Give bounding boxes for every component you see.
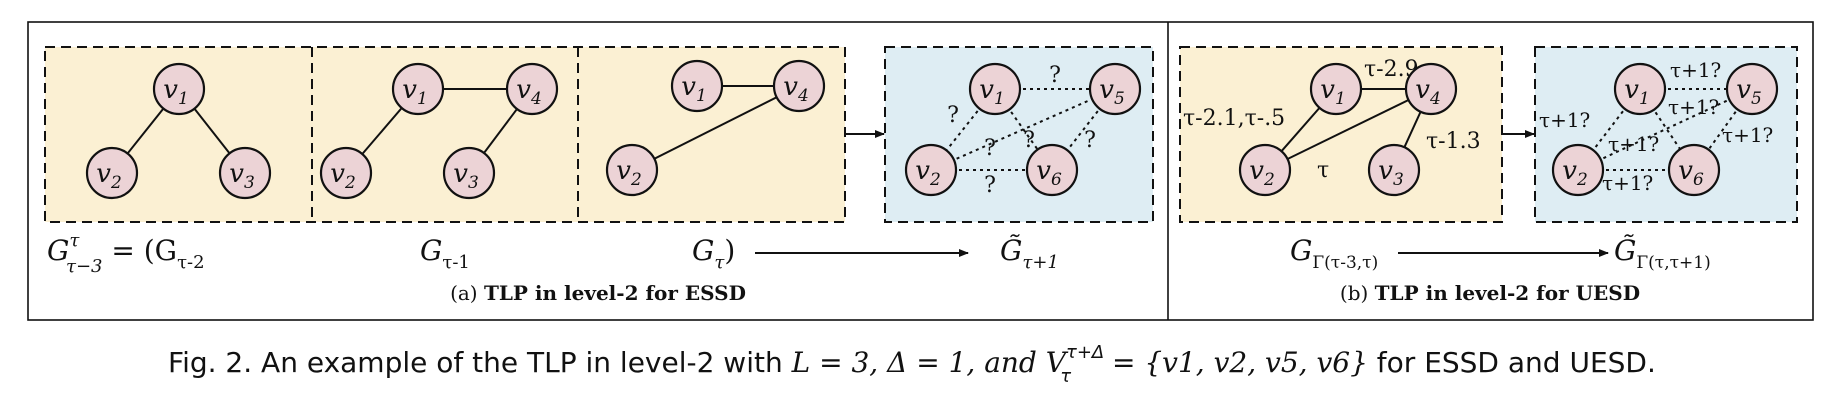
svg-text:v2: v2 bbox=[1562, 156, 1588, 190]
svg-text:v1: v1 bbox=[402, 75, 428, 109]
svg-text:v4: v4 bbox=[783, 72, 809, 106]
source-label: GΓ(τ-3,τ) bbox=[1290, 234, 1378, 273]
outer-frame bbox=[27, 21, 1814, 321]
svg-text:v1: v1 bbox=[1624, 75, 1650, 109]
svg-text:v3: v3 bbox=[1378, 156, 1404, 190]
target-label: G̃τ+1 bbox=[1000, 234, 1059, 273]
figure-caption: Fig. 2. An example of the TLP in level-2… bbox=[168, 342, 1656, 387]
svg-text:v4: v4 bbox=[1415, 75, 1441, 109]
panel-a: ? ? ? ? ? ? v1 v2 v3 v1 v4 v2 v3 v1 v4 v… bbox=[44, 46, 1154, 305]
svg-text:v4: v4 bbox=[516, 75, 542, 109]
target-label: G̃Γ(τ,τ+1) bbox=[1614, 234, 1711, 273]
node-v2: v2 bbox=[319, 146, 373, 200]
snapshot-label-2: Gτ-1 bbox=[420, 234, 470, 273]
node-v1: v1 bbox=[1309, 62, 1363, 116]
node-v1: v1 bbox=[670, 59, 724, 113]
svg-text:v2: v2 bbox=[330, 159, 356, 193]
unknown-edge-label: τ+1? bbox=[1539, 108, 1590, 132]
node-v4: v4 bbox=[505, 62, 559, 116]
panel-b-caption: (b) TLP in level-2 for UESD bbox=[1340, 281, 1640, 305]
node-v3: v3 bbox=[442, 146, 496, 200]
edge-v2-v4 bbox=[1264, 88, 1432, 171]
svg-text:v2: v2 bbox=[1249, 156, 1275, 190]
panel-a-target-border bbox=[884, 46, 1154, 223]
node-v5: v5 bbox=[1725, 62, 1779, 116]
svg-text:v1: v1 bbox=[163, 75, 189, 109]
unknown-edge-label: τ+1? bbox=[1668, 95, 1719, 119]
svg-text:v2: v2 bbox=[96, 159, 122, 193]
unknown-edge-label: ? bbox=[1023, 128, 1035, 153]
svg-text:v3: v3 bbox=[229, 159, 255, 193]
node-v1: v1 bbox=[1613, 62, 1667, 116]
edge-v2-v4 bbox=[631, 85, 800, 171]
svg-text:v6: v6 bbox=[1678, 156, 1704, 190]
panel-a-caption: (a) TLP in level-2 for ESSD bbox=[450, 281, 746, 305]
svg-text:v3: v3 bbox=[453, 159, 479, 193]
svg-text:v2: v2 bbox=[616, 156, 642, 190]
unknown-edge-label: ? bbox=[984, 136, 996, 161]
unknown-edge-v2-v5 bbox=[930, 88, 1116, 171]
node-v1: v1 bbox=[152, 62, 206, 116]
snapshot-label-3: Gτ) bbox=[692, 234, 735, 273]
node-v5: v5 bbox=[1088, 62, 1142, 116]
unknown-edge-label: ? bbox=[1084, 128, 1096, 153]
svg-text:v1: v1 bbox=[979, 75, 1005, 109]
svg-text:v5: v5 bbox=[1736, 75, 1762, 109]
node-v4: v4 bbox=[772, 59, 826, 113]
panel-b: τ-2.9 τ-2.1,τ-.5 τ τ-1.3 v1 v4 v2 v3 τ+1… bbox=[1179, 46, 1798, 305]
svg-text:v2: v2 bbox=[915, 156, 941, 190]
edge-time-label: τ-1.3 bbox=[1426, 129, 1481, 154]
node-v2: v2 bbox=[1551, 143, 1605, 197]
edge-time-label: τ-2.1,τ-.5 bbox=[1183, 106, 1285, 131]
node-v4: v4 bbox=[1404, 62, 1458, 116]
unknown-edge-label: ? bbox=[984, 173, 996, 198]
svg-text:v1: v1 bbox=[1320, 75, 1346, 109]
unknown-edge-label: ? bbox=[947, 103, 959, 128]
node-v2: v2 bbox=[605, 143, 659, 197]
node-v3: v3 bbox=[1367, 143, 1421, 197]
node-v2: v2 bbox=[1238, 143, 1292, 197]
edge-time-label: τ bbox=[1317, 158, 1329, 183]
unknown-edge-label: τ+1? bbox=[1670, 58, 1721, 82]
unknown-edge-label: τ+1? bbox=[1608, 132, 1659, 156]
node-v2: v2 bbox=[85, 146, 139, 200]
svg-text:v6: v6 bbox=[1036, 156, 1062, 190]
node-v3: v3 bbox=[218, 146, 272, 200]
node-v1: v1 bbox=[391, 62, 445, 116]
panel-b-target-border bbox=[1534, 46, 1798, 223]
node-v6: v6 bbox=[1667, 143, 1721, 197]
unknown-edge-label: ? bbox=[1049, 63, 1061, 88]
node-v2: v2 bbox=[904, 143, 958, 197]
node-v1: v1 bbox=[968, 62, 1022, 116]
unknown-edge-label: τ+1? bbox=[1722, 123, 1773, 147]
svg-text:v1: v1 bbox=[681, 72, 707, 106]
unknown-edge-label: τ+1? bbox=[1602, 171, 1653, 195]
node-v6: v6 bbox=[1025, 143, 1079, 197]
svg-text:v5: v5 bbox=[1099, 75, 1125, 109]
